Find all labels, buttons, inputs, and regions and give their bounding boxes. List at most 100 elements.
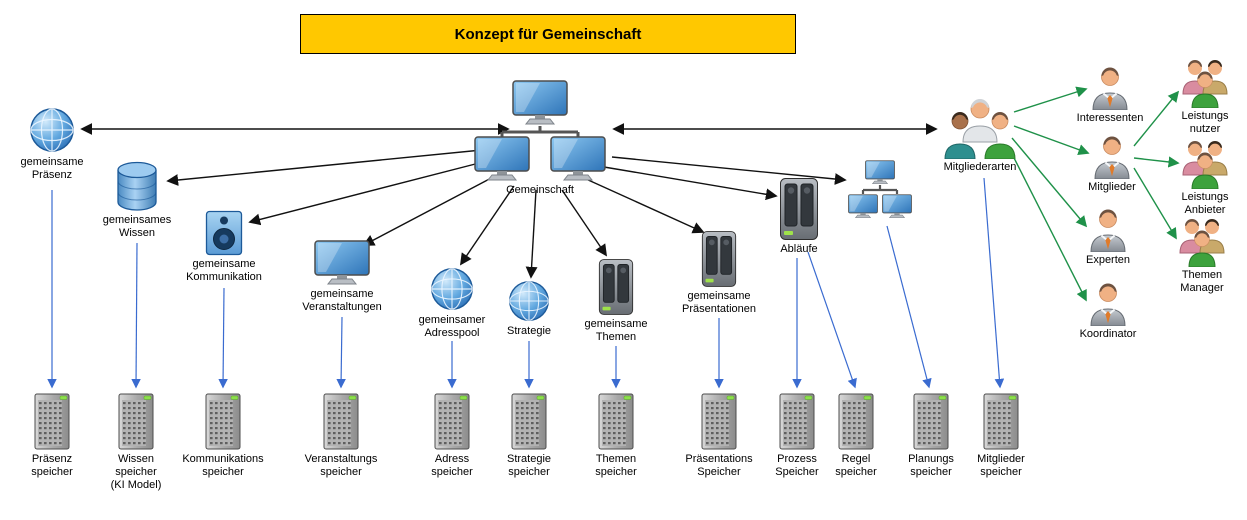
edge-gemeinschaft-ablaeufe — [603, 166, 778, 201]
edge-gemeinschaft-adresspool — [459, 185, 515, 266]
storage-icon — [837, 391, 875, 451]
node-sp_regel — [837, 391, 875, 451]
node-praesentationen — [701, 230, 737, 288]
person-icon — [1088, 280, 1128, 326]
storage-icon — [982, 391, 1020, 451]
node-sp_adress — [433, 391, 471, 451]
node-sp_mitglieder — [982, 391, 1020, 451]
storage-icon — [778, 391, 816, 451]
edge-mitglieder-leistungsnutzer — [1133, 90, 1180, 147]
node-koordinator — [1088, 280, 1128, 326]
edge-mitglieder-themenmanager — [1133, 167, 1177, 240]
node-label-experten: Experten — [1085, 254, 1131, 266]
globe-icon — [507, 279, 551, 323]
node-kommunikation — [205, 210, 243, 256]
edge-veranstaltungen-sp_veranstaltungen — [336, 316, 346, 389]
node-sp_praesentationen — [700, 391, 738, 451]
globe-icon — [28, 106, 76, 154]
node-label-interessenten: Interessenten — [1076, 112, 1144, 124]
edge-gemeinschaft-themen — [561, 189, 608, 257]
storage-icon — [33, 391, 71, 451]
server-icon — [598, 258, 634, 316]
people-pair-icon — [1178, 217, 1226, 267]
edge-gemeinschaft-veranstaltungen — [362, 174, 498, 246]
storage-icon — [433, 391, 471, 451]
speaker-icon — [205, 210, 243, 256]
storage-icon — [597, 391, 635, 451]
edge-gemeinschaft-wissen — [166, 148, 493, 186]
storage-icon — [204, 391, 242, 451]
edge-mitgliederarten-interessenten — [1013, 86, 1088, 113]
edge-netz-sp_planungs — [886, 225, 932, 389]
node-sp_veranstaltungen — [322, 391, 360, 451]
node-sp_kommunikation — [204, 391, 242, 451]
node-sp_themen — [597, 391, 635, 451]
person-icon — [1090, 64, 1130, 110]
storage-icon — [912, 391, 950, 451]
node-sp_planungs — [912, 391, 950, 451]
person-icon — [1088, 206, 1128, 252]
node-mitgliederarten — [944, 97, 1016, 159]
node-gemeinschaft — [465, 80, 615, 182]
edge-gemeinschaft-praesentationen — [585, 178, 705, 234]
people-group-icon — [944, 97, 1016, 159]
node-label-mitglieder: Mitglieder — [1088, 181, 1136, 193]
edge-gemeinschaft-strategie — [525, 189, 538, 279]
database-icon — [114, 160, 160, 212]
edge-mitgliederarten-sp_mitglieder — [983, 177, 1005, 389]
edge-gemeinschaft-netz — [611, 156, 847, 185]
node-wissen — [114, 160, 160, 212]
node-sp_praesenz — [33, 391, 71, 451]
people-pair-icon — [1181, 139, 1229, 189]
monitor-icon — [314, 240, 370, 286]
node-veranstaltungen — [314, 240, 370, 286]
network-cluster-large-icon — [465, 80, 615, 182]
edge-mitgliederarten-mitglieder — [1013, 125, 1090, 155]
people-pair-icon — [1181, 58, 1229, 108]
node-netz — [848, 160, 912, 220]
node-adresspool — [429, 266, 475, 312]
server-icon — [779, 177, 819, 241]
node-label-ablaeufe: Abläufe — [780, 243, 818, 255]
node-ablaeufe — [779, 177, 819, 241]
node-leistungsanbieter — [1181, 139, 1229, 189]
node-leistungsnutzer — [1181, 58, 1229, 108]
diagram-title: Konzept für Gemeinschaft — [300, 14, 796, 54]
node-sp_strategie — [510, 391, 548, 451]
network-cluster-small-icon — [848, 160, 912, 220]
node-themen — [598, 258, 634, 316]
storage-icon — [117, 391, 155, 451]
storage-icon — [510, 391, 548, 451]
node-mitglieder — [1092, 133, 1132, 179]
storage-icon — [700, 391, 738, 451]
edge-wissen-sp_wissen — [131, 242, 141, 389]
edge-mitgliederarten-koordinator — [1009, 149, 1087, 302]
diagram-title-text: Konzept für Gemeinschaft — [454, 25, 642, 43]
edge-gemeinschaft-kommunikation — [248, 160, 488, 226]
node-sp_wissen — [117, 391, 155, 451]
edge-kommunikation-sp_kommunikation — [218, 287, 228, 389]
storage-icon — [322, 391, 360, 451]
